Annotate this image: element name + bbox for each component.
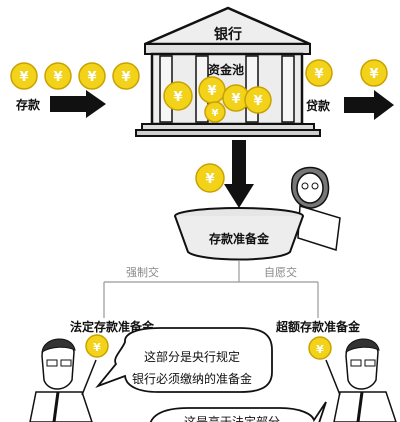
excess-reserve-label: 超额存款准备金	[275, 319, 361, 334]
coin-icon: ¥	[10, 62, 38, 90]
deposit-coins: ¥ ¥ ¥ ¥	[10, 62, 140, 90]
basin-label: 存款准备金	[208, 231, 270, 246]
statutory-reserve-label: 法定存款准备金	[70, 319, 155, 334]
svg-text:¥: ¥	[207, 84, 216, 99]
coin-icon: ¥	[204, 101, 226, 123]
svg-text:¥: ¥	[231, 92, 240, 107]
svg-text:¥: ¥	[314, 67, 323, 82]
coin-icon: ¥	[85, 334, 109, 358]
svg-text:¥: ¥	[87, 70, 96, 85]
svg-text:¥: ¥	[93, 341, 101, 354]
coin-icon: ¥	[222, 84, 250, 112]
svg-text:¥: ¥	[369, 67, 378, 82]
man-figure-left	[29, 338, 97, 422]
svg-text:¥: ¥	[173, 90, 182, 105]
coin-icon: ¥	[360, 59, 388, 87]
svg-text:¥: ¥	[316, 343, 324, 356]
bubble2-text: 这是高于法定部分	[184, 414, 280, 422]
coin-icon: ¥	[78, 62, 106, 90]
speech-bubble-statutory	[95, 327, 273, 393]
bubble1-line1: 这部分是央行规定	[144, 349, 240, 364]
man-figure-right	[325, 338, 397, 422]
bank-building: 银行 资金池	[135, 6, 321, 137]
coin-icon: ¥	[244, 86, 272, 114]
branch-left-label: 强制交	[126, 265, 159, 279]
coin-icon: ¥	[305, 59, 333, 87]
branch-right-label: 自愿交	[264, 265, 297, 279]
loan-label: 贷款	[306, 98, 331, 113]
reserve-basin	[174, 207, 304, 261]
coin-icon: ¥	[44, 62, 72, 90]
svg-text:¥: ¥	[253, 94, 262, 109]
svg-text:¥: ¥	[53, 70, 62, 85]
bubble1-line2: 银行必须缴纳的准备金	[132, 371, 252, 386]
pool-label: 资金池	[208, 62, 244, 77]
down-arrow-icon	[224, 140, 254, 208]
deposit-arrow-icon	[50, 90, 106, 118]
svg-text:¥: ¥	[121, 70, 130, 85]
pool-coins: ¥ ¥ ¥ ¥ ¥	[163, 76, 272, 123]
coin-icon: ¥	[308, 336, 332, 360]
loan-coins: ¥ ¥	[305, 59, 388, 87]
speech-bubble-excess	[150, 401, 327, 422]
coin-icon: ¥	[195, 163, 225, 193]
coin-icon: ¥	[198, 76, 226, 104]
loan-arrow-icon	[344, 90, 394, 120]
coin-icon: ¥	[112, 62, 140, 90]
bank-title: 银行	[214, 26, 242, 43]
svg-text:¥: ¥	[205, 172, 214, 187]
woman-figure	[281, 166, 341, 251]
deposit-label: 存款	[15, 97, 41, 112]
branch-lines	[103, 260, 319, 318]
coin-icon: ¥	[163, 81, 193, 111]
svg-text:¥: ¥	[19, 70, 28, 85]
svg-text:¥: ¥	[212, 108, 219, 119]
